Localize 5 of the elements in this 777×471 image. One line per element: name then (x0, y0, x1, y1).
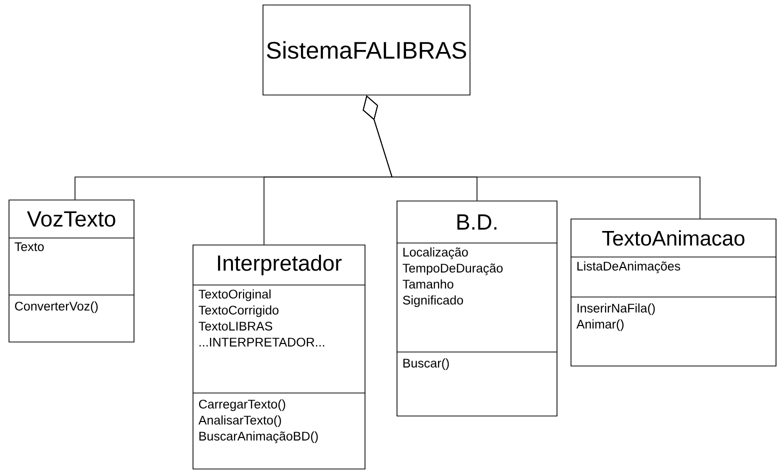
system-box: SistemaFALIBRAS (262, 4, 470, 96)
class-box: VozTexto Texto ConverterVoz() (8, 200, 134, 342)
class-box: TextoAnimacao ListaDeAnimações InserirNaFila() Animar() (570, 218, 776, 366)
class-box: B.D. Localização TempoDeDuração Tamanho Significado Buscar() (396, 200, 558, 416)
class-box: Interpretador TextoOriginal TextoCorrigido TextoLIBRAS ...INTERPRETADOR... CarregarTexto() AnalisarTexto() BuscarAnimaçãoBD() (192, 244, 366, 470)
